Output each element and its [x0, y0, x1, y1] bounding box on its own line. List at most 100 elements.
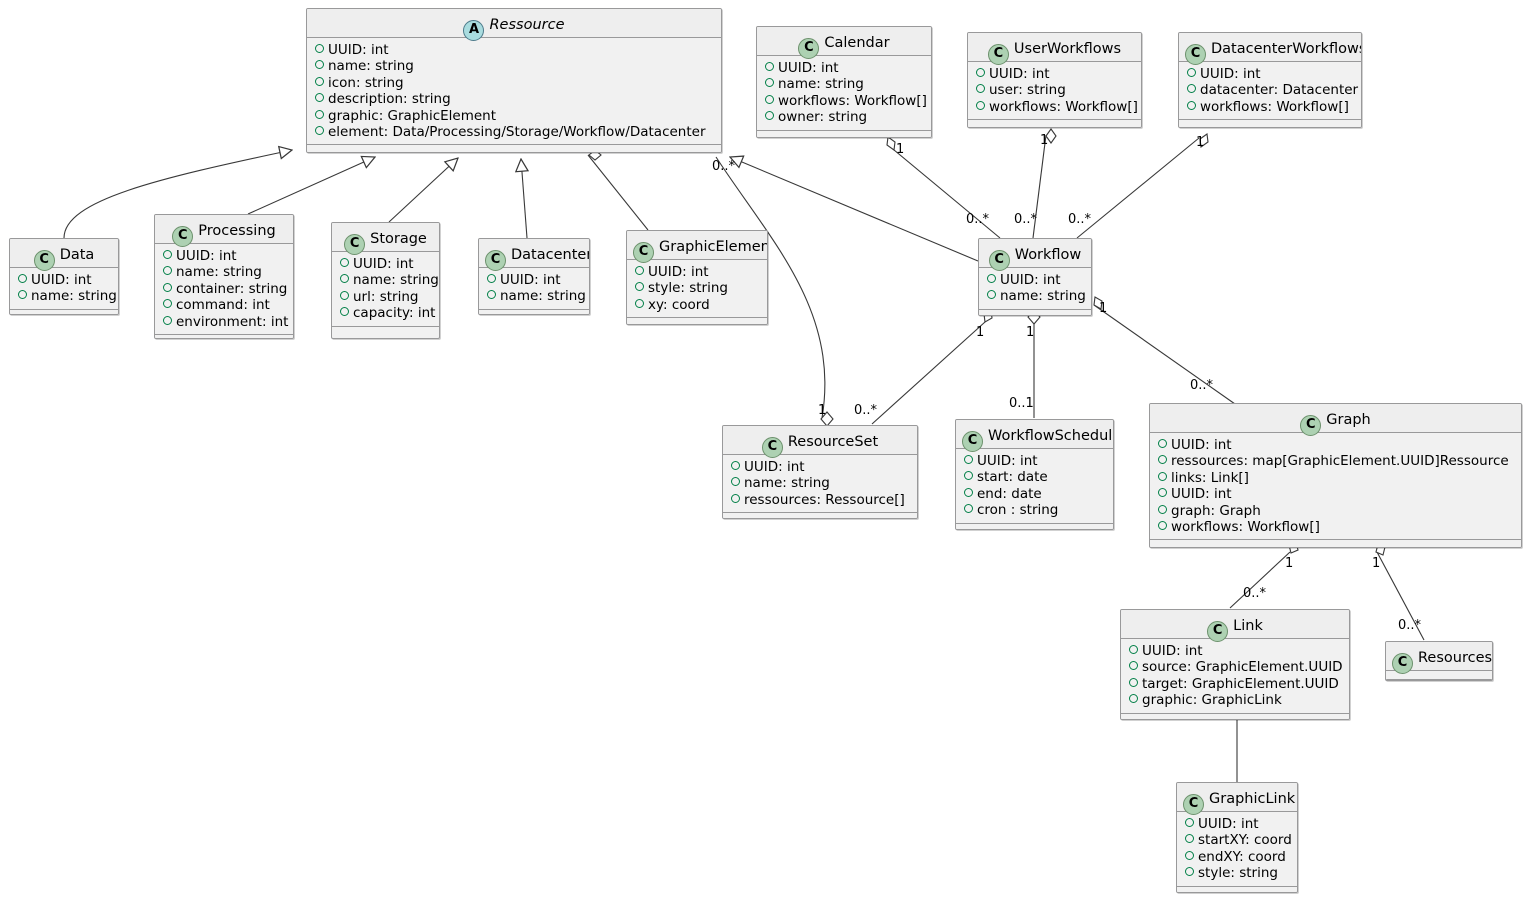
multiplicity-label: 0..* — [1398, 618, 1422, 633]
class-badge-icon: C — [1207, 621, 1229, 642]
attribute-row: UUID: int — [964, 453, 1107, 469]
attribute-text: user: string — [989, 82, 1066, 99]
attribute-row: container: string — [163, 281, 287, 297]
attribute-text: container: string — [176, 280, 288, 297]
attribute-row: environment: int — [163, 314, 288, 330]
abstract-class-badge-icon: A — [463, 20, 485, 41]
attribute-row: endXY: coord — [1185, 849, 1291, 865]
visibility-public-icon — [976, 100, 985, 110]
class-methods-workflow — [979, 309, 1091, 315]
visibility-public-icon — [765, 111, 774, 121]
multiplicity-label: 1 — [818, 403, 827, 418]
edge-storage-ressource — [388, 158, 458, 223]
attribute-row: ressources: Ressource[] — [731, 492, 911, 508]
attribute-text: graphic: GraphicLink — [1142, 692, 1282, 709]
class-badge-icon: C — [485, 250, 506, 271]
attribute-row: UUID: int — [1187, 66, 1355, 82]
class-badge-icon: C — [1183, 794, 1204, 815]
attribute-text: element: Data/Processing/Storage/Workflo… — [328, 124, 706, 141]
attribute-text: command: int — [176, 297, 270, 314]
class-methods-resourceset — [723, 513, 917, 518]
attribute-text: graphic: GraphicElement — [328, 107, 497, 124]
class-methods-link — [1121, 713, 1349, 719]
visibility-public-icon — [731, 493, 740, 503]
visibility-public-icon — [163, 266, 172, 276]
visibility-public-icon — [1185, 850, 1194, 860]
visibility-public-icon — [1187, 84, 1196, 94]
visibility-public-icon — [987, 290, 996, 300]
visibility-public-icon — [1129, 645, 1138, 654]
visibility-public-icon — [765, 94, 774, 104]
attribute-text: UUID: int — [1171, 486, 1232, 503]
attribute-row: name: string — [765, 76, 925, 92]
class-attributes-resources — [1386, 671, 1492, 680]
attribute-row: name: string — [731, 475, 911, 491]
multiplicity-label: 1 — [1372, 556, 1381, 571]
visibility-public-icon — [964, 504, 973, 514]
class-badge-icon: C — [987, 44, 1009, 65]
visibility-public-icon — [487, 274, 496, 283]
class-name-ressource: Ressource — [489, 17, 565, 33]
visibility-public-icon — [315, 44, 324, 53]
attribute-text: description: string — [328, 91, 451, 108]
attribute-row: start: date — [964, 469, 1107, 485]
visibility-public-icon — [1158, 504, 1167, 514]
visibility-public-icon — [635, 282, 644, 292]
multiplicity-label: 0..* — [1014, 212, 1038, 227]
attribute-row: links: Link[] — [1158, 470, 1515, 486]
visibility-public-icon — [1187, 100, 1196, 110]
class-name-resources: Resources — [1418, 650, 1493, 666]
visibility-public-icon — [315, 109, 324, 119]
attribute-text: UUID: int — [328, 42, 389, 58]
multiplicity-label: 1 — [1285, 556, 1294, 571]
class-methods-storage — [332, 326, 439, 336]
attribute-text: style: string — [648, 280, 728, 297]
visibility-public-icon — [1158, 471, 1167, 481]
attribute-text: ressources: Ressource[] — [744, 491, 905, 508]
attribute-row: xy: coord — [635, 297, 761, 313]
multiplicity-label: 0..* — [854, 403, 878, 418]
attribute-text: name: string — [744, 475, 830, 492]
attribute-text: workflows: Workflow[] — [989, 98, 1138, 115]
visibility-public-icon — [765, 78, 774, 88]
attribute-row: UUID: int — [765, 60, 925, 76]
attribute-row: UUID: int — [635, 264, 761, 280]
attribute-row: workflows: Workflow[] — [765, 93, 927, 109]
class-methods-calendar — [757, 130, 931, 137]
attribute-row: user: string — [976, 82, 1135, 98]
attribute-text: graph: Graph — [1171, 502, 1261, 519]
visibility-public-icon — [163, 250, 172, 259]
visibility-public-icon — [1187, 68, 1196, 77]
multiplicity-label: 1 — [1026, 325, 1035, 340]
class-name-data: Data — [59, 247, 95, 263]
multiplicity-label: 1 — [976, 325, 985, 340]
multiplicity-label: 1 — [1099, 301, 1108, 316]
attribute-row: UUID: int — [1185, 816, 1291, 832]
multiplicity-label: 0..* — [712, 159, 736, 174]
